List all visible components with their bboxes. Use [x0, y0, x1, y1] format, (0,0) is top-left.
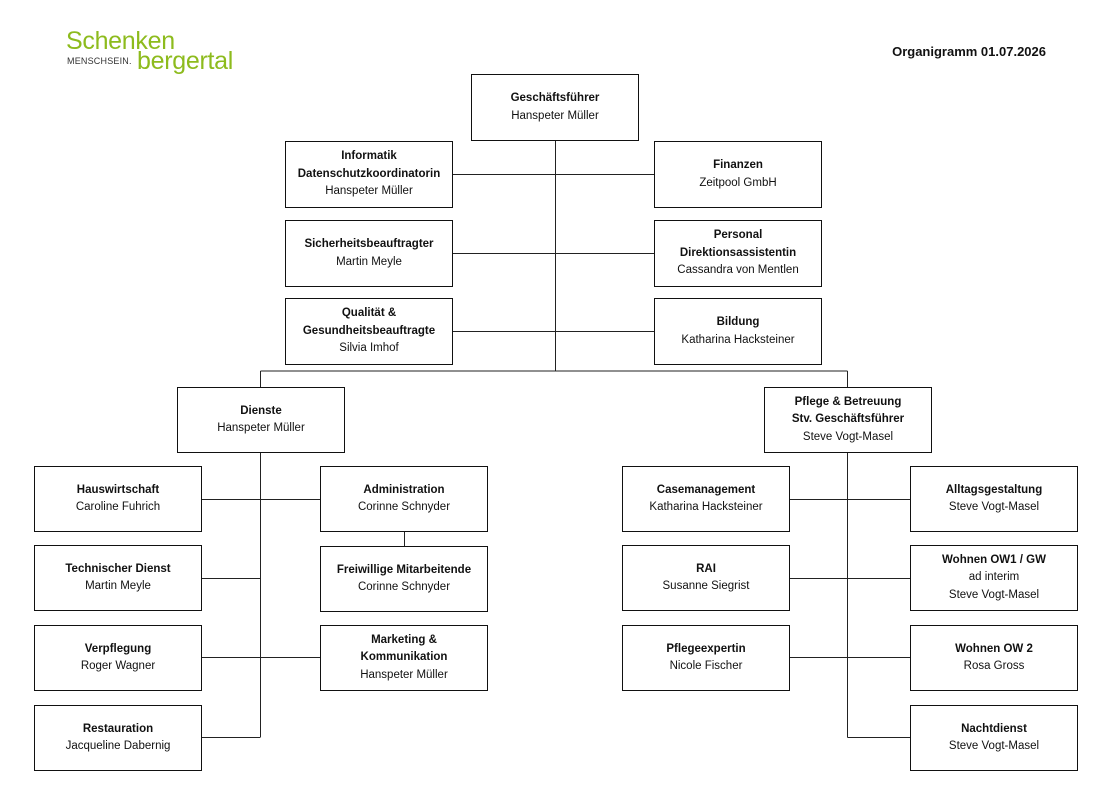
- org-title: Stv. Geschäftsführer: [791, 413, 905, 426]
- org-box-casemanagement: Casemanagement Katharina Hacksteiner: [622, 466, 790, 532]
- org-person: Jacqueline Dabernig: [65, 740, 171, 752]
- org-box-rai: RAI Susanne Siegrist: [622, 545, 790, 611]
- org-title: Freiwillige Mitarbeitende: [336, 563, 472, 576]
- org-title: Kommunikation: [360, 651, 448, 664]
- org-title: Sicherheitsbeauftragter: [304, 238, 434, 250]
- org-title: Informatik: [341, 150, 397, 163]
- org-person: Susanne Siegrist: [662, 580, 750, 592]
- org-person: Corinne Schnyder: [357, 501, 451, 513]
- org-title: Hauswirtschaft: [76, 483, 160, 496]
- org-person: Hanspeter Müller: [217, 422, 305, 434]
- org-box-finanzen: Finanzen Zeitpool GmbH: [654, 141, 822, 208]
- org-title: Dienste: [240, 404, 282, 417]
- org-person: Cassandra von Mentlen: [677, 264, 799, 277]
- org-title: Casemanagement: [656, 483, 756, 496]
- logo-wordmark-bergertal: bergertal: [137, 47, 233, 75]
- org-title: Restauration: [82, 722, 154, 735]
- org-title: Personal: [713, 229, 763, 242]
- org-box-freiwillige-mitarbeitende: Freiwillige Mitarbeitende Corinne Schnyd…: [320, 546, 488, 612]
- org-person: Steve Vogt-Masel: [948, 501, 1040, 513]
- org-box-alltagsgestaltung: Alltagsgestaltung Steve Vogt-Masel: [910, 466, 1078, 532]
- org-title: Administration: [363, 483, 445, 496]
- org-title: Finanzen: [713, 159, 763, 171]
- org-person: Hanspeter Müller: [360, 668, 448, 681]
- org-person: Caroline Fuhrich: [75, 501, 161, 513]
- org-person: Steve Vogt-Masel: [802, 430, 894, 443]
- org-box-administration: Administration Corinne Schnyder: [320, 466, 488, 532]
- org-person: Steve Vogt-Masel: [948, 740, 1040, 752]
- org-person: Hanspeter Müller: [511, 109, 599, 122]
- logo-tagline: MENSCHSEIN.: [67, 56, 132, 66]
- org-box-informatik: Informatik Datenschutzkoordinatorin Hans…: [285, 141, 453, 208]
- org-person: Martin Meyle: [85, 580, 151, 592]
- org-title: Nachtdienst: [961, 722, 1027, 735]
- org-person: Katharina Hacksteiner: [681, 333, 795, 346]
- org-box-personal: Personal Direktionsassistentin Cassandra…: [654, 220, 822, 287]
- org-box-dienste: Dienste Hanspeter Müller: [177, 387, 345, 453]
- org-person: Silvia Imhof: [339, 342, 399, 355]
- org-box-wohnen-ow1-gw: Wohnen OW1 / GW ad interim Steve Vogt-Ma…: [910, 545, 1078, 611]
- org-person: Steve Vogt-Masel: [948, 588, 1040, 601]
- org-title: Direktionsassistentin: [679, 246, 797, 259]
- org-box-bildung: Bildung Katharina Hacksteiner: [654, 298, 822, 365]
- org-title: Verpflegung: [84, 642, 152, 655]
- org-title: Datenschutzkoordinatorin: [297, 167, 441, 180]
- org-title: Pflegeexpertin: [666, 642, 746, 655]
- org-box-verpflegung: Verpflegung Roger Wagner: [34, 625, 202, 691]
- org-title: Geschäftsführer: [510, 92, 600, 104]
- org-title: Alltagsgestaltung: [945, 483, 1043, 496]
- org-box-pflege-betreuung: Pflege & Betreuung Stv. Geschäftsführer …: [764, 387, 932, 453]
- org-box-sicherheitsbeauftragter: Sicherheitsbeauftragter Martin Meyle: [285, 220, 453, 287]
- org-box-nachtdienst: Nachtdienst Steve Vogt-Masel: [910, 705, 1078, 771]
- org-note: ad interim: [968, 571, 1020, 584]
- org-box-restauration: Restauration Jacqueline Dabernig: [34, 705, 202, 771]
- org-title: Gesundheitsbeauftragte: [302, 324, 436, 337]
- org-title: Marketing &: [371, 633, 437, 646]
- org-box-wohnen-ow2: Wohnen OW 2 Rosa Gross: [910, 625, 1078, 691]
- org-box-marketing: Marketing & Kommunikation Hanspeter Müll…: [320, 625, 488, 691]
- org-person: Katharina Hacksteiner: [649, 501, 763, 513]
- org-box-technischer-dienst: Technischer Dienst Martin Meyle: [34, 545, 202, 611]
- org-title: Pflege & Betreuung: [794, 395, 902, 408]
- org-person: Roger Wagner: [80, 660, 156, 672]
- org-person: Hanspeter Müller: [325, 185, 413, 198]
- org-title: Qualität &: [341, 307, 397, 320]
- org-title: Wohnen OW1 / GW: [942, 553, 1046, 566]
- org-person: Martin Meyle: [336, 255, 402, 268]
- org-title: RAI: [696, 562, 716, 575]
- page-title: Organigramm 01.07.2026: [892, 44, 1046, 59]
- org-person: Corinne Schnyder: [357, 581, 451, 593]
- org-box-qualitaet: Qualität & Gesundheitsbeauftragte Silvia…: [285, 298, 453, 365]
- org-title: Bildung: [716, 316, 760, 328]
- org-person: Rosa Gross: [963, 660, 1025, 672]
- org-title: Technischer Dienst: [65, 562, 171, 575]
- org-box-pflegeexpertin: Pflegeexpertin Nicole Fischer: [622, 625, 790, 691]
- org-box-geschaeftsfuehrer: Geschäftsführer Hanspeter Müller: [471, 74, 639, 141]
- logo-wordmark-schenken: Schenken: [66, 27, 175, 55]
- org-title: Wohnen OW 2: [955, 642, 1033, 655]
- org-box-hauswirtschaft: Hauswirtschaft Caroline Fuhrich: [34, 466, 202, 532]
- org-person: Nicole Fischer: [669, 660, 743, 672]
- org-person: Zeitpool GmbH: [699, 176, 777, 189]
